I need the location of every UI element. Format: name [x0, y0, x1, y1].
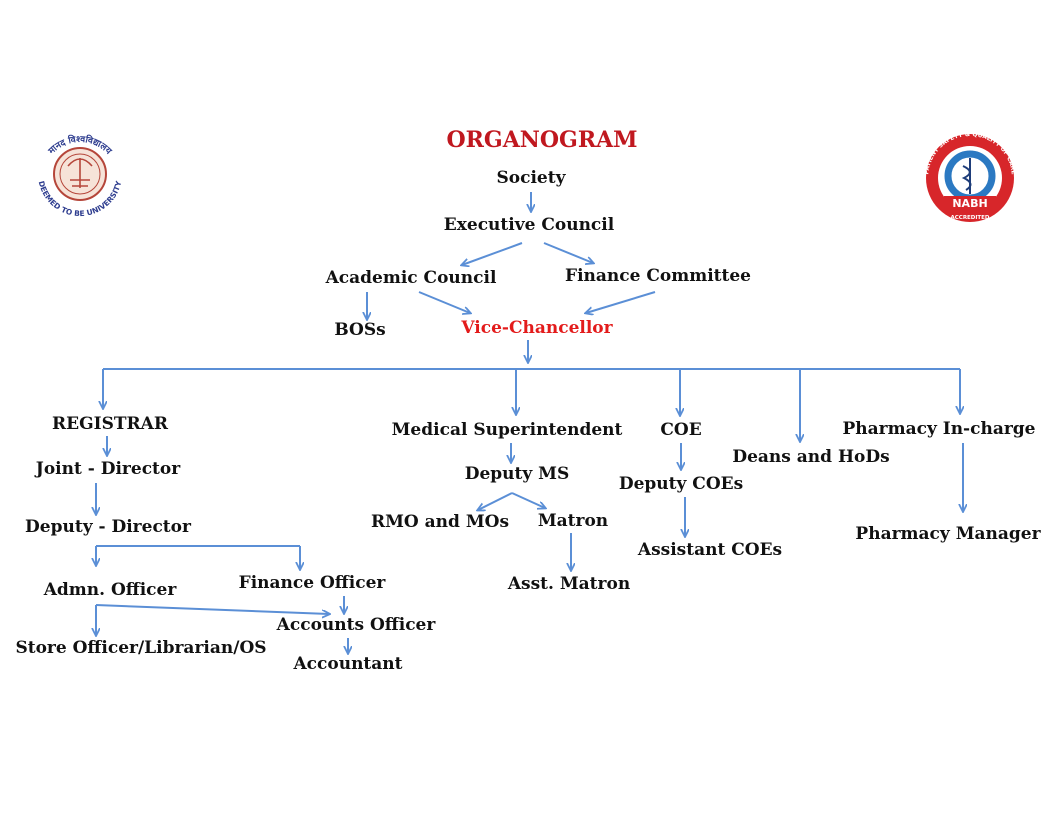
node-vice-chancellor: Vice-Chancellor	[461, 318, 613, 338]
node-asst-matron: Asst. Matron	[507, 574, 631, 594]
node-academic-council: Academic Council	[325, 268, 497, 288]
arrow-finance-vc	[586, 291, 656, 313]
node-accountant: Accountant	[293, 654, 403, 674]
node-boss: BOSs	[334, 320, 386, 340]
node-executive-council: Executive Council	[443, 215, 615, 235]
node-deputy-ms: Deputy MS	[464, 464, 570, 484]
node-joint-director: Joint - Director	[35, 459, 181, 479]
nabh-logo: PATIENT SAFETY & QUALITY OF CARE NABH AC…	[923, 131, 1017, 222]
node-deans-hods: Deans and HoDs	[732, 447, 890, 467]
arrow-admn-accounts	[95, 604, 329, 614]
node-pharmacy-manager: Pharmacy Manager	[855, 524, 1041, 544]
node-rmo-mos: RMO and MOs	[370, 512, 510, 532]
node-finance-committee: Finance Committee	[565, 266, 751, 286]
node-admn-officer: Admn. Officer	[43, 580, 177, 600]
node-store-officer: Store Officer/Librarian/OS	[15, 638, 267, 658]
node-coe: COE	[660, 420, 702, 440]
arrow-executive-academic	[462, 242, 523, 265]
node-pharmacy-incharge: Pharmacy In-charge	[842, 419, 1036, 439]
node-medical-superintendent: Medical Superintendent	[391, 420, 623, 440]
node-society: Society	[496, 168, 566, 188]
nabh-name-text: NABH	[952, 197, 987, 210]
node-finance-officer: Finance Officer	[238, 573, 386, 593]
arrow-academic-vc	[418, 291, 470, 313]
arrow-executive-finance	[543, 242, 593, 263]
arrow-deputyms-matron	[511, 492, 545, 508]
node-accounts-officer: Accounts Officer	[276, 615, 436, 635]
node-deputy-coes: Deputy COEs	[618, 474, 744, 494]
university-logo: मानद विश्वविद्यालय DEEMED TO BE UNIVERSI…	[37, 133, 124, 218]
arrow-deputyms-rmo	[478, 492, 513, 510]
node-deputy-director: Deputy - Director	[25, 517, 191, 537]
nabh-accredited-text: ACCREDITED	[950, 215, 989, 221]
node-registrar: REGISTRAR	[52, 414, 168, 434]
node-assistant-coes: Assistant COEs	[637, 540, 783, 560]
node-matron: Matron	[537, 511, 609, 531]
page-title: ORGANOGRAM	[446, 127, 638, 153]
